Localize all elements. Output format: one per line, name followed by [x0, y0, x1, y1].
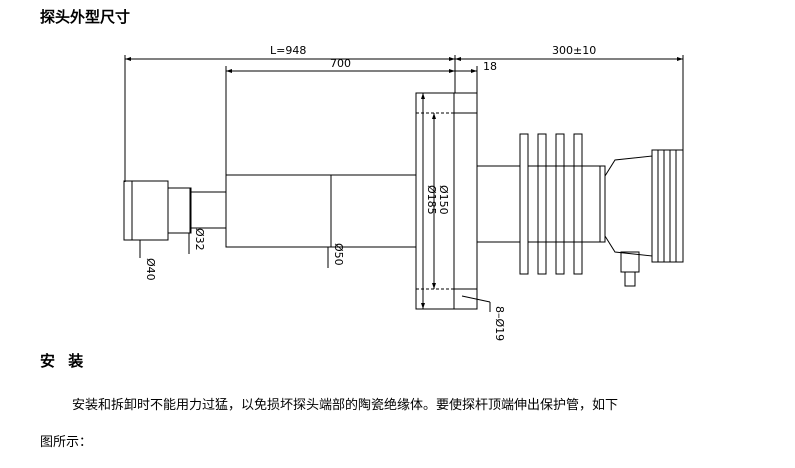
cooling-fin-3: [555, 133, 565, 275]
cooling-fin-4: [573, 133, 583, 275]
probe-rod: [225, 174, 417, 248]
dim-300: 300±10: [552, 44, 596, 57]
dia-50: Ø50: [332, 243, 345, 266]
dia-40: Ø40: [144, 258, 157, 281]
probe-neck: [167, 187, 192, 234]
dim-700: 700: [330, 57, 351, 70]
bottom-plug: [620, 251, 640, 273]
installation-paragraph-line-1: 安装和拆卸时不能用力过猛，以免损坏探头端部的陶瓷绝缘体。要使探杆顶端伸出保护管，…: [72, 398, 619, 413]
probe-step: [190, 191, 227, 229]
section-title-probe-dimensions: 探头外型尺寸: [40, 8, 131, 26]
dia-185: Ø185: [425, 185, 438, 215]
bolt-holes-label: 8–Ø19: [493, 306, 506, 341]
installation-paragraph-line-2: 图所示：: [40, 435, 93, 450]
cooling-fin-1: [519, 133, 529, 275]
dim-total-length: L=948: [270, 44, 306, 57]
cooling-fin-2: [537, 133, 547, 275]
cable-gland: [651, 149, 684, 263]
junction-box: [604, 155, 653, 257]
flange-plate: [453, 92, 478, 310]
dia-150: Ø150: [437, 185, 450, 215]
cooling-body: [476, 165, 521, 243]
dim-18: 18: [483, 60, 497, 73]
probe-tip: [123, 180, 169, 241]
dia-32: Ø32: [193, 228, 206, 251]
section-title-installation: 安 装: [40, 352, 88, 370]
